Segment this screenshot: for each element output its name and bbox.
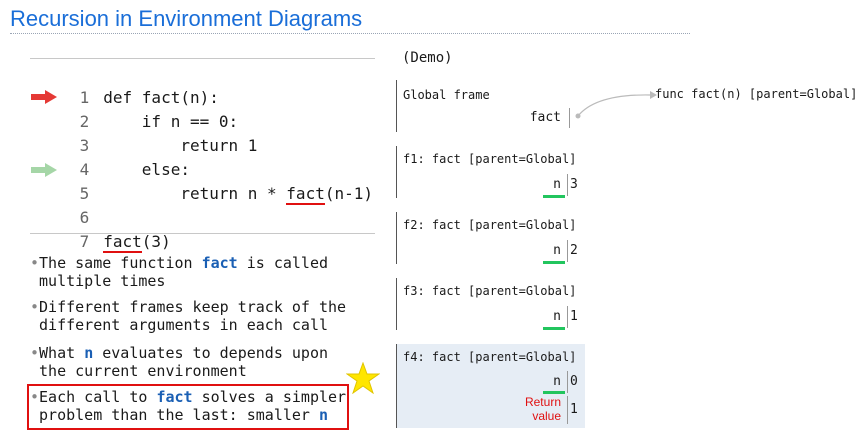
demo-label: (Demo) [402,50,453,66]
code-line-3: 3 return 1 [79,136,258,155]
frame-f3: f3: fact [parent=Global] n 1 [396,278,585,330]
global-frame-title: Global frame [403,88,490,102]
slide-title: Recursion in Environment Diagrams [10,6,363,31]
code-bottom-rule [30,233,375,234]
code-top-rule [30,58,375,59]
highlight-box [27,384,349,430]
global-var-fact: fact [529,110,561,125]
frame-f1-var-underline [543,195,565,198]
frame-f3-var-underline [543,327,565,330]
bullet-3: •What n evaluates to depends upon the cu… [30,344,329,380]
frame-f4-return-label: Return value [524,395,561,423]
frame-f4-divider [567,371,568,393]
function-object-fact: func fact(n) [parent=Global] [655,87,858,101]
frame-f4-value: 0 [570,374,578,389]
frame-f1-var: n [553,177,561,192]
code-line-6: 6 [79,208,90,227]
frame-f3-var: n [553,309,561,324]
frame-f2-value: 2 [570,243,578,258]
global-var-divider [569,108,570,128]
code-line-2: 2 if n == 0: [79,112,239,131]
bullet-4: •Each call to fact solves a simpler prob… [30,388,347,424]
initial-call-underline: fact [103,232,142,253]
frame-f4-title: f4: fact [parent=Global] [403,350,577,364]
code-line-5: 5 return n * fact(n-1) [79,184,373,205]
bullet-2: •Different frames keep track of the diff… [30,298,347,334]
frame-f3-title: f3: fact [parent=Global] [403,284,577,298]
frame-f1: f1: fact [parent=Global] n 3 [396,146,585,198]
recursive-call-underline: fact [286,184,325,205]
code-line-4: 4 else: [79,160,190,179]
frame-f1-title: f1: fact [parent=Global] [403,152,577,166]
frame-f1-divider [567,174,568,196]
function-pointer-arrow [575,91,657,119]
frame-f4: f4: fact [parent=Global] n 0 Return valu… [396,344,585,428]
frame-f1-value: 3 [570,177,578,192]
frame-f3-value: 1 [570,309,578,324]
frame-f4-return-value: 1 [570,402,578,417]
star-icon [346,362,380,394]
frame-f3-divider [567,306,568,328]
current-line-arrow-icon [31,90,57,104]
title-divider [10,33,690,34]
frame-f2-divider [567,240,568,262]
frame-f4-return-divider [567,396,568,424]
next-line-arrow-icon [31,163,57,177]
frame-f4-var: n [553,374,561,389]
frame-f2-var-underline [543,261,565,264]
frame-f4-var-underline [543,391,565,394]
frame-f2-title: f2: fact [parent=Global] [403,218,577,232]
frame-f2: f2: fact [parent=Global] n 2 [396,212,585,264]
bullet-1: •The same function fact is called multip… [30,254,329,290]
frame-f2-var: n [553,243,561,258]
global-frame: Global frame fact [396,80,585,132]
